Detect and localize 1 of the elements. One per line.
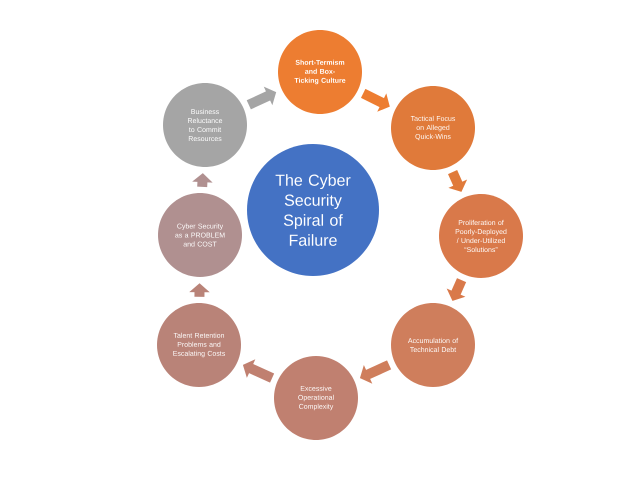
block-arrow [448, 170, 468, 192]
